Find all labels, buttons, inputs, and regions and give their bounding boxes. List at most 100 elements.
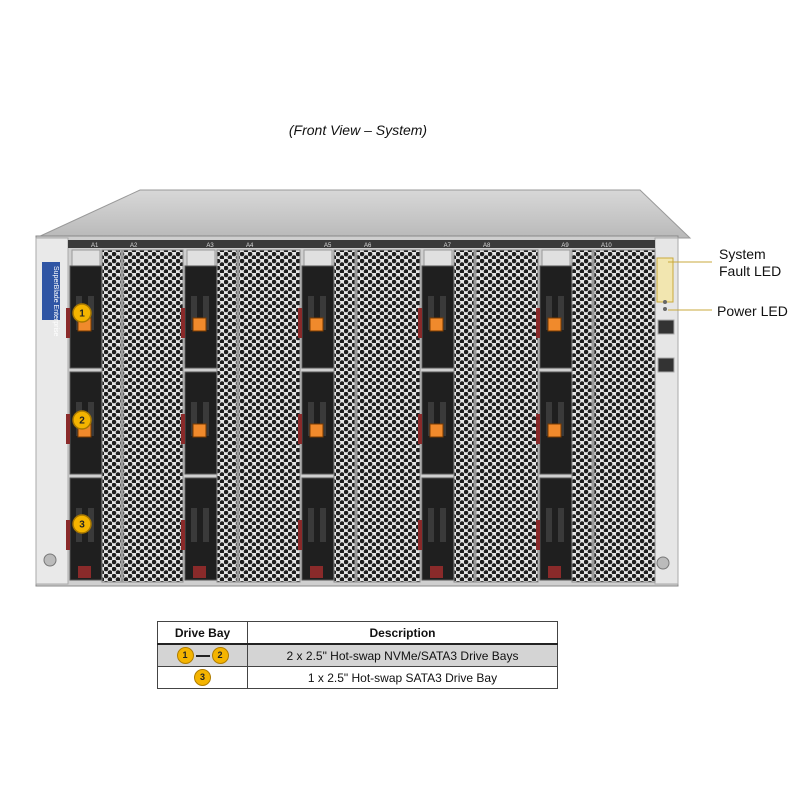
drive-release-tab[interactable] — [429, 423, 444, 438]
drive-bay-cell: 3 — [157, 666, 248, 689]
screw-icon — [656, 556, 670, 570]
callout-badge — [72, 514, 92, 534]
drive-vent — [191, 508, 197, 542]
drive-vent — [428, 296, 434, 330]
drive-release-tab[interactable] — [192, 423, 207, 438]
drive-carrier[interactable] — [301, 265, 335, 369]
perforated-panel — [216, 249, 301, 583]
fault-label-line1: System — [719, 246, 766, 262]
range-dash — [195, 654, 210, 657]
drive-release-tab[interactable] — [429, 317, 444, 332]
drive-vent — [558, 508, 564, 542]
perforated-panel — [101, 249, 184, 583]
drive-release-tab[interactable] — [309, 317, 324, 332]
latch-icon — [298, 414, 302, 444]
drive-vent — [203, 296, 209, 330]
drive-latch[interactable] — [548, 566, 561, 578]
blade-handle — [303, 249, 333, 267]
drive-latch[interactable] — [430, 566, 443, 578]
slot-label: A6 — [364, 243, 372, 249]
drive-carrier[interactable] — [301, 371, 335, 475]
blade-handle — [186, 249, 216, 267]
drive-carrier[interactable] — [184, 477, 218, 581]
drive-vent — [558, 296, 564, 330]
blade-node: A5 A6 — [298, 240, 421, 583]
slot-label: A5 — [324, 243, 332, 249]
status-led-panel — [656, 257, 674, 303]
callout-badge: 2 — [211, 647, 229, 664]
latch-icon — [181, 520, 185, 550]
slot-label: A8 — [483, 243, 491, 249]
latch-icon — [66, 414, 70, 444]
slot-label: A9 — [561, 243, 569, 249]
blade-node: A9 A10 — [536, 240, 656, 583]
drive-vent — [191, 296, 197, 330]
latch-icon — [536, 414, 540, 444]
slot-label-bar — [68, 240, 183, 248]
drive-release-tab[interactable] — [547, 317, 562, 332]
drive-vent — [308, 508, 314, 542]
screw-icon — [43, 553, 57, 567]
drive-vent — [428, 508, 434, 542]
latch-icon — [298, 520, 302, 550]
perforated-panel — [571, 249, 656, 583]
drive-carrier[interactable] — [421, 371, 455, 475]
latch-icon — [298, 308, 302, 338]
drive-vent — [320, 508, 326, 542]
header-drive-bay: Drive Bay — [157, 621, 248, 645]
drive-vent — [440, 508, 446, 542]
drive-carrier[interactable] — [539, 265, 573, 369]
drive-vent — [203, 402, 209, 436]
drive-vent — [320, 296, 326, 330]
drive-latch[interactable] — [78, 566, 91, 578]
drive-vent — [440, 296, 446, 330]
blade-handle — [541, 249, 571, 267]
drive-carrier[interactable] — [301, 477, 335, 581]
slot-label-bar — [300, 240, 420, 248]
drive-carrier[interactable] — [421, 477, 455, 581]
callout-badge — [72, 303, 92, 323]
slot-label: A10 — [601, 243, 612, 249]
drive-vent — [546, 296, 552, 330]
drive-vent — [308, 402, 314, 436]
latch-icon — [536, 520, 540, 550]
drive-carrier[interactable] — [184, 265, 218, 369]
drive-carrier[interactable] — [539, 371, 573, 475]
callout-number: 1 — [79, 309, 85, 320]
description-cell: 2 x 2.5" Hot-swap NVMe/SATA3 Drive Bays — [247, 643, 558, 667]
fault-led — [663, 300, 667, 304]
drive-release-tab[interactable] — [547, 423, 562, 438]
latch-icon — [418, 414, 422, 444]
slot-label-bar — [420, 240, 538, 248]
drive-vent — [320, 402, 326, 436]
power-led — [663, 307, 667, 311]
drive-release-tab[interactable] — [309, 423, 324, 438]
chassis-top — [35, 189, 692, 239]
latch-icon — [181, 308, 185, 338]
table-row: 3 1 x 2.5" Hot-swap SATA3 Drive Bay — [157, 666, 558, 689]
fault-label-line2: Fault LED — [719, 263, 782, 279]
blade-handle — [71, 249, 101, 267]
drive-carrier[interactable] — [539, 477, 573, 581]
callout-badge: 3 — [194, 669, 211, 686]
drive-carrier[interactable] — [184, 371, 218, 475]
logo-plate — [42, 262, 60, 320]
drive-vent — [308, 296, 314, 330]
system-fault-led-label: System Fault LED — [719, 246, 781, 280]
drive-vent — [546, 508, 552, 542]
latch-icon — [418, 520, 422, 550]
drive-carrier[interactable] — [421, 265, 455, 369]
description-cell: 1 x 2.5" Hot-swap SATA3 Drive Bay — [247, 666, 558, 689]
drive-latch[interactable] — [193, 566, 206, 578]
slot-label: A3 — [206, 243, 214, 249]
perforated-panel — [453, 249, 539, 583]
drive-release-tab[interactable] — [192, 317, 207, 332]
slot-label-bar — [538, 240, 655, 248]
drive-latch[interactable] — [310, 566, 323, 578]
drive-vent — [203, 508, 209, 542]
